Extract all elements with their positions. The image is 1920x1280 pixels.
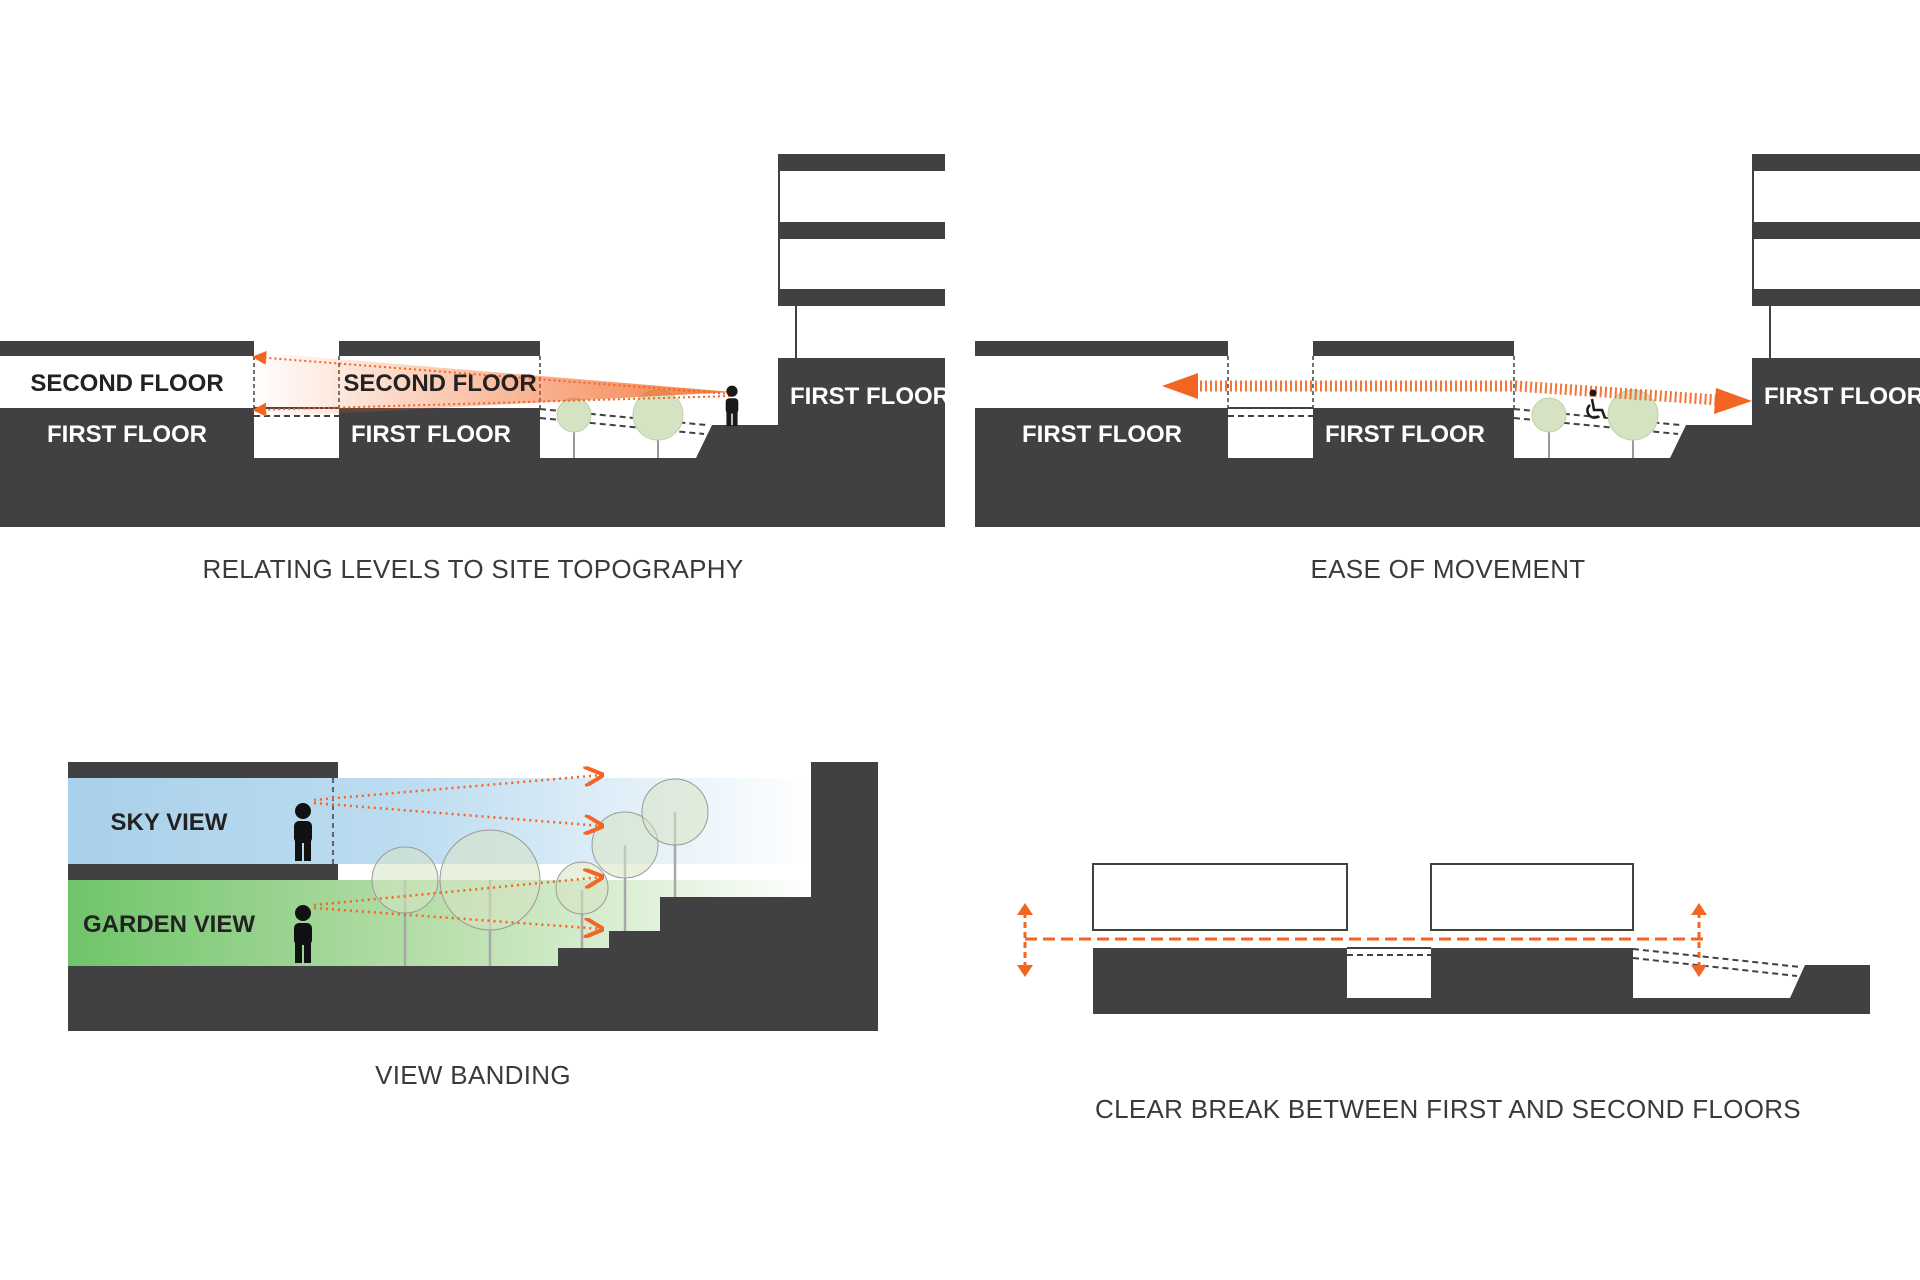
label-second-floor-left: SECOND FLOOR (30, 370, 223, 397)
label-second-floor-middle: SECOND FLOOR (343, 370, 536, 397)
upper-volume-right (1430, 863, 1634, 931)
caption-relating-levels: RELATING LEVELS TO SITE TOPOGRAPHY (203, 554, 744, 584)
tower-slab-low (1752, 289, 1920, 306)
tower-slab-top (778, 154, 945, 171)
tree-1 (371, 846, 439, 966)
tree-2 (439, 829, 541, 966)
panel-view-banding: SKY VIEW GARDEN VIEW VIEW BANDING (68, 762, 878, 1090)
view-lines (313, 775, 602, 929)
label-first-floor-tower: FIRST FLOOR (1764, 383, 1920, 410)
wheelchair-icon (1586, 389, 1607, 419)
person-icon (725, 385, 739, 427)
panel-relating-levels: SECOND FLOOR SECOND FLOOR FIRST FLOOR FI… (0, 154, 950, 584)
roof-slab (68, 762, 338, 778)
bridge-left (1228, 407, 1313, 417)
arrow-up-right (1691, 903, 1707, 915)
arrow-head-left (1162, 373, 1198, 399)
panel-ease-of-movement: FIRST FLOOR FIRST FLOOR FIRST FLOOR EASE… (975, 154, 1920, 584)
movement-arrow (1162, 373, 1752, 414)
label-first-floor-middle: FIRST FLOOR (1325, 421, 1485, 448)
label-first-floor-middle: FIRST FLOOR (351, 421, 511, 448)
ramp-right (539, 408, 707, 435)
tower-slab-top (1752, 154, 1920, 171)
sight-line-fan (252, 352, 733, 418)
tree-large (632, 389, 684, 458)
arrow-down-right (1691, 965, 1707, 977)
tree-5 (641, 778, 709, 897)
tower-slab-mid (1752, 222, 1920, 239)
arrow-down-left (1017, 965, 1033, 977)
arrow-head-right (1714, 388, 1752, 414)
label-first-floor-left: FIRST FLOOR (47, 421, 207, 448)
floor-slab (68, 864, 338, 880)
arrow-up-left (1017, 903, 1033, 915)
tree-large (1607, 389, 1659, 458)
roof-slab-middle (339, 341, 540, 356)
ground-section (975, 358, 1920, 527)
sight-line-lower (252, 395, 731, 417)
ground-section (0, 358, 945, 527)
caption-clear-break: CLEAR BREAK BETWEEN FIRST AND SECOND FLO… (1095, 1094, 1801, 1124)
upper-volume-left (1092, 863, 1348, 931)
label-sky-view: SKY VIEW (111, 809, 228, 836)
ground-section (1093, 948, 1870, 1014)
ground-terraces (68, 762, 878, 1031)
tree-small (1531, 397, 1567, 458)
tree-small (556, 397, 592, 458)
roof-slab-left (0, 341, 254, 356)
roof-slab-middle (1313, 341, 1514, 356)
tower-slab-mid (778, 222, 945, 239)
tree-4 (591, 811, 659, 931)
label-first-floor-left: FIRST FLOOR (1022, 421, 1182, 448)
label-first-floor-tower: FIRST FLOOR (790, 383, 950, 410)
ramp (1632, 948, 1801, 977)
caption-ease-of-movement: EASE OF MOVEMENT (1311, 554, 1586, 584)
bridge (1347, 947, 1431, 956)
panel-clear-break: CLEAR BREAK BETWEEN FIRST AND SECOND FLO… (1017, 863, 1870, 1124)
label-garden-view: GARDEN VIEW (83, 911, 255, 938)
roof-slab-left (975, 341, 1228, 356)
caption-view-banding: VIEW BANDING (375, 1060, 571, 1090)
tower-slab-low (778, 289, 945, 306)
